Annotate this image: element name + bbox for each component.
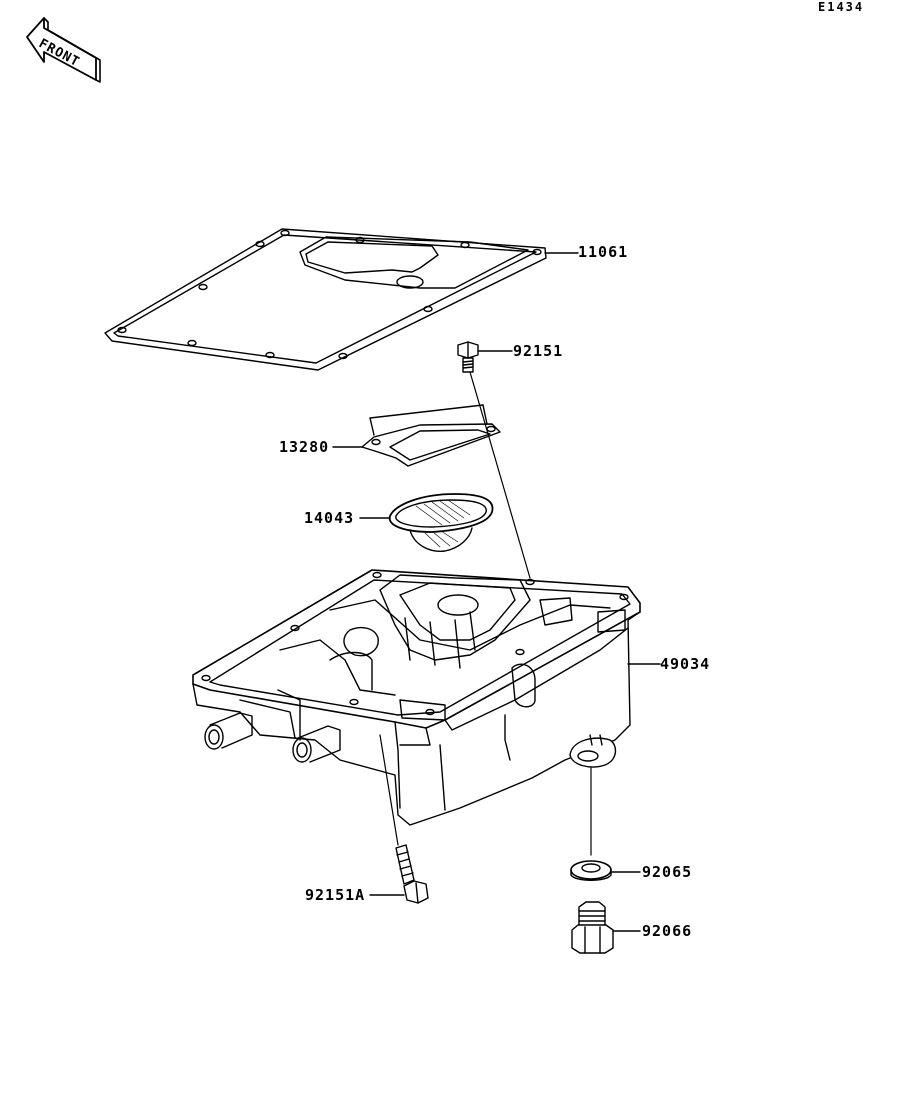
plate-bolt <box>457 341 479 373</box>
part-label-14043[interactable]: 14043 <box>304 509 355 527</box>
oil-strainer <box>388 493 494 552</box>
part-label-11061[interactable]: 11061 <box>578 243 629 261</box>
pan-bolt <box>395 844 429 904</box>
drain-plug-washer <box>570 860 612 881</box>
diagram-reference-code: E1434 <box>818 0 865 14</box>
drain-plug <box>571 901 614 954</box>
oil-pan-gasket <box>104 228 547 371</box>
bottom-bolt-axis-line <box>379 734 399 846</box>
part-label-92151[interactable]: 92151 <box>513 342 564 360</box>
part-label-49034[interactable]: 49034 <box>660 655 711 673</box>
part-label-92065[interactable]: 92065 <box>642 863 693 881</box>
oil-pan <box>192 569 641 826</box>
part-label-92066[interactable]: 92066 <box>642 922 693 940</box>
part-label-92151A[interactable]: 92151A <box>305 886 366 904</box>
bolt-axis-line <box>469 371 531 579</box>
strainer-cover-plate <box>361 404 501 467</box>
front-arrow-icon: FRONT <box>26 17 101 83</box>
part-label-13280[interactable]: 13280 <box>279 438 330 456</box>
